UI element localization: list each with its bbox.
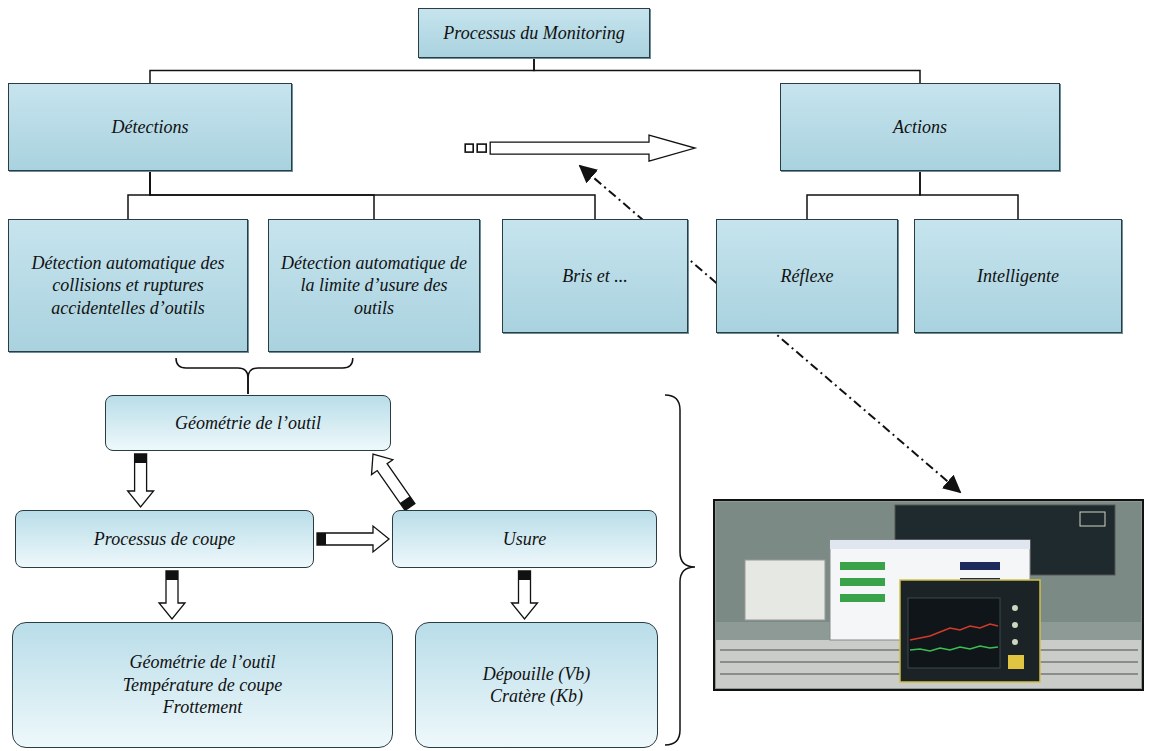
level-bar [840, 594, 885, 602]
node-text: Détections [112, 116, 189, 139]
level-bar [840, 562, 885, 570]
node-text: Intelligente [977, 265, 1059, 288]
arrow-body [128, 454, 154, 507]
connector [150, 58, 534, 83]
connector [128, 171, 150, 219]
process-box: Détection automatique de la limite d’usu… [268, 219, 480, 352]
connector-line [920, 171, 1018, 219]
node-text: Usure [503, 528, 546, 551]
rounded-box: Géométrie de l’outilTempérature de coupe… [12, 622, 393, 748]
connector [807, 171, 920, 219]
plot-line [910, 646, 998, 651]
block-arrow [159, 571, 185, 619]
process-box: Bris et ... [502, 219, 688, 333]
connector [150, 171, 595, 219]
brace-connector [176, 358, 248, 394]
connector-line [807, 171, 920, 219]
node-text: Dépouille (Vb) [483, 663, 590, 686]
arrow-body [362, 447, 420, 515]
curly-brace [665, 395, 695, 745]
arrow-body [512, 571, 538, 619]
block-arrow [128, 454, 154, 507]
node-text: Température de coupe [123, 674, 283, 697]
block-arrow [362, 447, 420, 515]
block-arrow [490, 135, 695, 161]
arrow-tail [166, 571, 178, 580]
window-title-bar [830, 540, 1030, 549]
connector [920, 171, 1018, 219]
plot-line [910, 624, 998, 640]
arrow-tail [400, 496, 415, 510]
panel-knob [1012, 639, 1018, 645]
brace-connector [248, 358, 353, 394]
node-text: Processus de coupe [94, 528, 235, 551]
connector [317, 526, 389, 552]
arrow-body [159, 571, 185, 619]
plot-area [908, 598, 1000, 668]
connector [176, 358, 248, 394]
oscilloscope-panel [900, 580, 1040, 682]
rounded-box: Géométrie de l’outil [105, 395, 391, 451]
arrow-tail [317, 533, 326, 545]
panel-knob [1012, 622, 1018, 628]
level-bar [840, 578, 885, 586]
connector [512, 571, 538, 619]
level-bar [960, 562, 1000, 570]
node-text: Réflexe [781, 265, 834, 288]
rounded-box: Dépouille (Vb)Cratère (Kb) [415, 622, 658, 748]
node-text: Processus du Monitoring [443, 22, 624, 45]
node-text: Actions [893, 116, 947, 139]
process-box: Détection automatique des collisions et … [8, 219, 248, 352]
connector-line [534, 58, 920, 83]
connector-line [150, 171, 595, 219]
rounded-box: Usure [392, 510, 657, 568]
screenshot-frame [714, 500, 1143, 690]
process-box: Détections [8, 83, 292, 171]
block-arrow [317, 526, 389, 552]
arrow-square [477, 144, 486, 152]
connector [465, 135, 695, 161]
process-box: Actions [780, 83, 1060, 171]
rounded-box: Processus de coupe [15, 510, 314, 568]
node-text: Cratère (Kb) [490, 685, 583, 708]
connector [362, 447, 420, 515]
arrow-body [317, 526, 389, 552]
connector [248, 358, 353, 394]
connector [534, 58, 920, 83]
node-text: Détection automatique des collisions et … [19, 252, 237, 320]
connector-line [128, 171, 150, 219]
panel-button [1080, 512, 1105, 526]
connector [128, 454, 154, 507]
device [745, 560, 825, 620]
block-arrow [512, 571, 538, 619]
process-box: Intelligente [914, 219, 1122, 333]
arrow-tail [135, 454, 147, 463]
node-text: Frottement [163, 696, 242, 719]
connector [159, 571, 185, 619]
arrow-body [490, 135, 695, 161]
node-text: Détection automatique de la limite d’usu… [279, 252, 469, 320]
process-box: Processus du Monitoring [418, 8, 650, 58]
arrow-tail [519, 571, 531, 580]
connector-line [150, 58, 534, 83]
node-text: Géométrie de l’outil [130, 651, 276, 674]
panel-knob [1012, 605, 1018, 611]
node-text: Géométrie de l’outil [175, 412, 321, 435]
software-screenshot [714, 500, 1143, 690]
arrow-square [465, 144, 473, 152]
process-box: Réflexe [716, 219, 898, 333]
panel-button [1008, 655, 1024, 669]
node-text: Bris et ... [562, 265, 628, 288]
